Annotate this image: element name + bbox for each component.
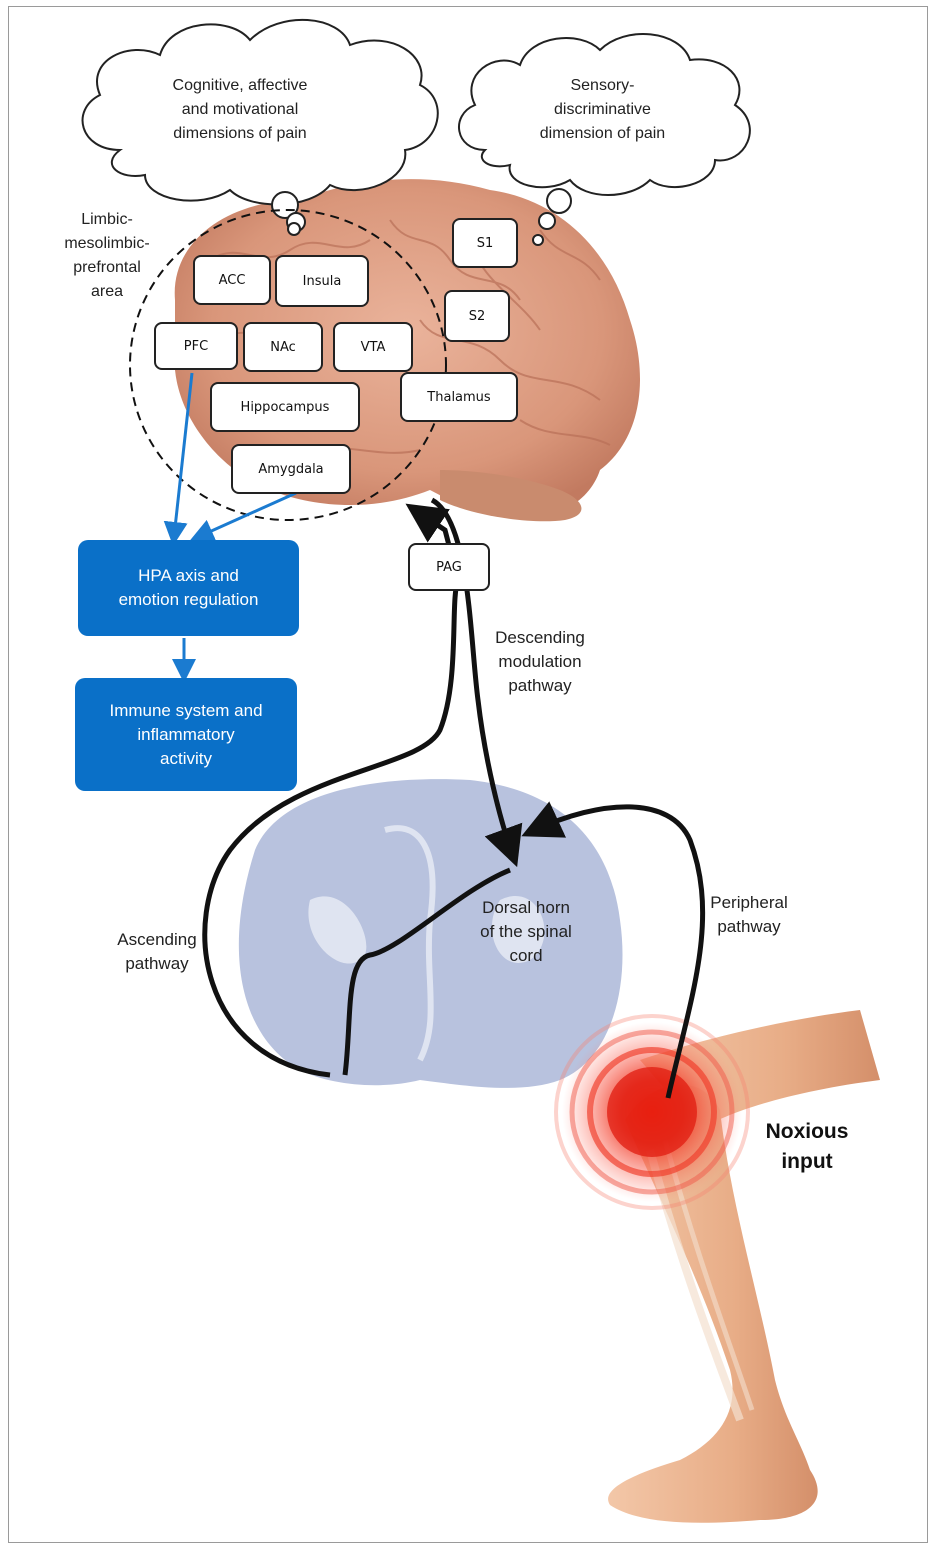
dorsal-horn-label: Dorsal horn of the spinal cord [468,896,584,968]
ascending-line: Ascending [102,928,212,952]
dorsal-horn-line: of the spinal [468,920,584,944]
region-pag: PAG [408,543,490,591]
region-s1: S1 [452,218,518,268]
immune-line: inflammatory [109,723,262,747]
cloud-right-line: Sensory- [510,74,695,98]
cloud-right-line: dimension of pain [510,122,695,146]
cloud-left-text: Cognitive, affective and motivational di… [140,74,340,146]
immune-system-box: Immune system and inflammatory activity [75,678,297,791]
limbic-label-line: prefrontal [52,256,162,280]
region-nac: NAc [243,322,323,372]
hpa-axis-box: HPA axis and emotion regulation [78,540,299,636]
cloud-left-line: and motivational [140,98,340,122]
ascending-pathway-label: Ascending pathway [102,928,212,976]
cloud-left-line: dimensions of pain [140,122,340,146]
dorsal-horn-line: Dorsal horn [468,896,584,920]
hpa-line: HPA axis and [119,564,259,588]
amygdala-to-hpa-arrow [198,493,296,537]
cloud-left-line: Cognitive, affective [140,74,340,98]
cloud-right-text: Sensory- discriminative dimension of pai… [510,74,695,146]
limbic-label-line: mesolimbic- [52,232,162,256]
noxious-line: Noxious [752,1117,862,1147]
peripheral-line: pathway [696,915,802,939]
descending-line: pathway [482,674,598,698]
region-amygdala: Amygdala [231,444,351,494]
immune-line: Immune system and [109,699,262,723]
region-thalamus: Thalamus [400,372,518,422]
noxious-line: input [752,1147,862,1177]
limbic-label-line: area [52,280,162,304]
immune-line: activity [109,747,262,771]
region-pfc: PFC [154,322,238,370]
descending-pathway-label: Descending modulation pathway [482,626,598,698]
region-vta: VTA [333,322,413,372]
region-acc: ACC [193,255,271,305]
noxious-input-label: Noxious input [752,1117,862,1177]
descending-line: Descending [482,626,598,650]
region-s2: S2 [444,290,510,342]
descending-line: modulation [482,650,598,674]
region-hippocampus: Hippocampus [210,382,360,432]
peripheral-pathway-label: Peripheral pathway [696,891,802,939]
hpa-line: emotion regulation [119,588,259,612]
pain-rings [556,1016,748,1208]
cloud-right-line: discriminative [510,98,695,122]
dorsal-horn-line: cord [468,944,584,968]
ascending-line: pathway [102,952,212,976]
region-insula: Insula [275,255,369,307]
limbic-label-line: Limbic- [52,208,162,232]
limbic-area-label: Limbic- mesolimbic- prefrontal area [52,208,162,304]
peripheral-line: Peripheral [696,891,802,915]
